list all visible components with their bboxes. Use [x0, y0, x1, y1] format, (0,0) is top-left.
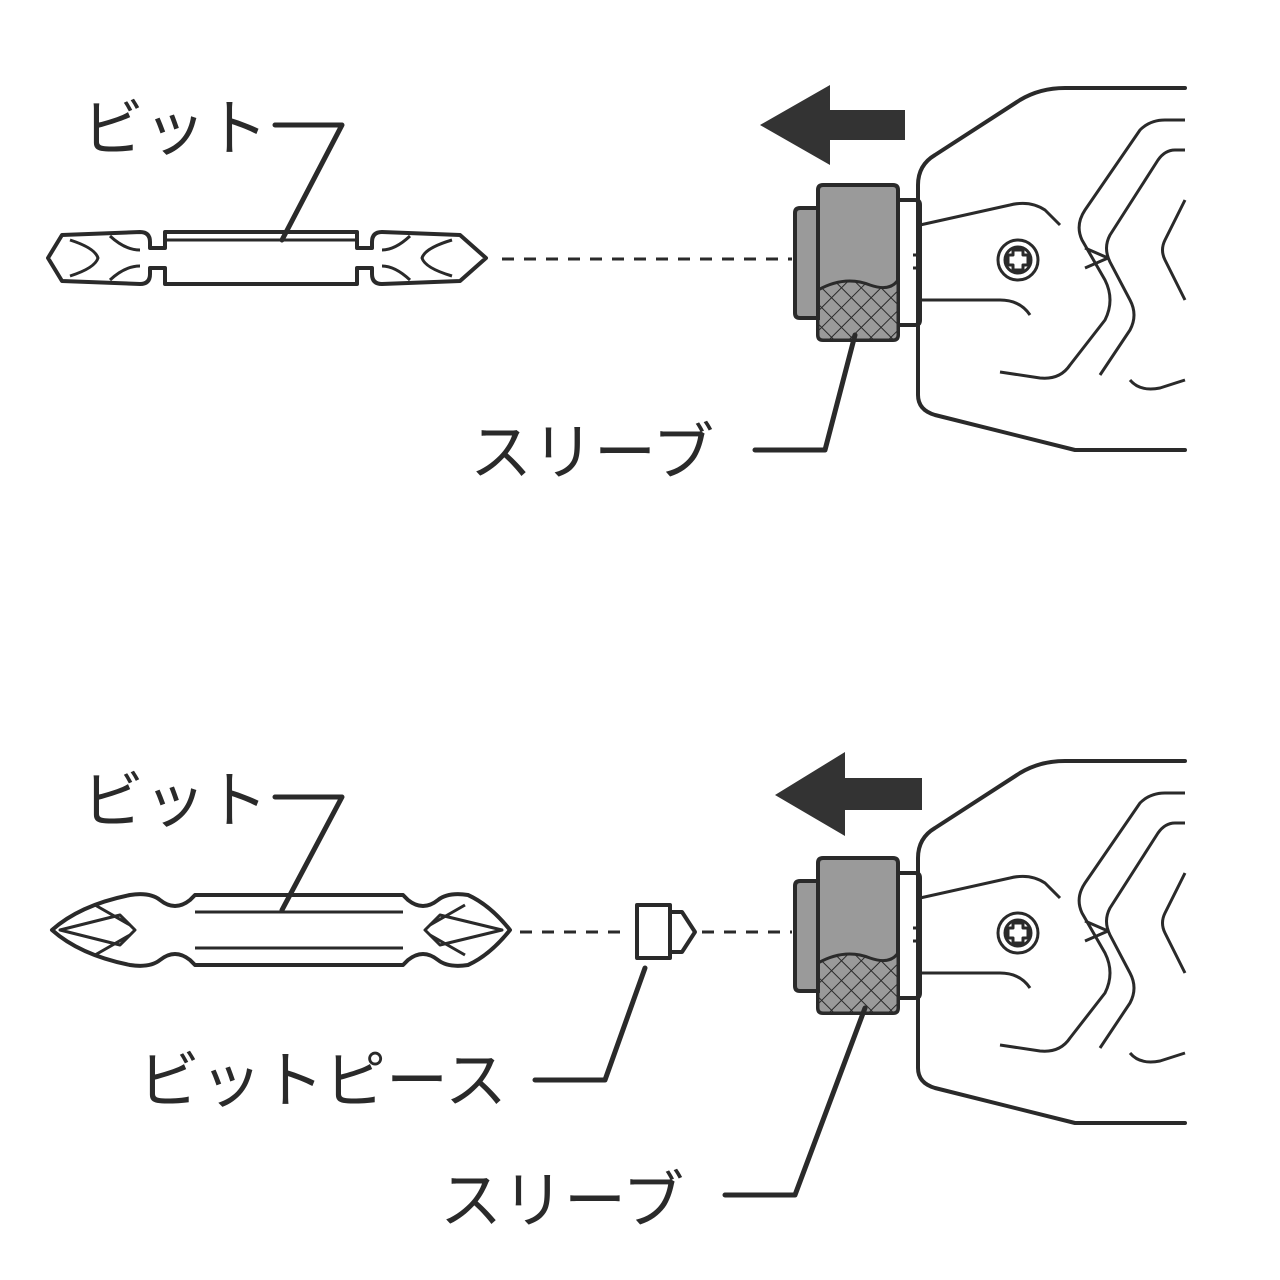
bit-piece [635, 903, 697, 960]
bottom-sleeve-leader [722, 1005, 868, 1198]
bottom-bit [50, 892, 512, 968]
arrow-left-icon [775, 752, 922, 836]
bottom-figure: ビット ビットピース スリーブ [50, 752, 1187, 1237]
bit-piece-label: ビットピース [138, 1044, 507, 1117]
arrow-left-icon [760, 85, 905, 165]
bottom-sleeve-label: スリーブ [440, 1164, 684, 1237]
top-bit-leader [272, 122, 345, 243]
top-figure: ビット スリーブ [46, 85, 1187, 489]
bit-piece-leader [532, 965, 648, 1083]
top-bit-label: ビット [82, 92, 268, 165]
top-sleeve-leader [752, 332, 858, 453]
top-tool [793, 86, 1187, 452]
bottom-bit-label: ビット [82, 764, 268, 837]
top-sleeve-label: スリーブ [470, 416, 714, 489]
bottom-tool [793, 759, 1187, 1125]
top-bit [46, 230, 488, 286]
bottom-bit-leader [272, 794, 345, 913]
